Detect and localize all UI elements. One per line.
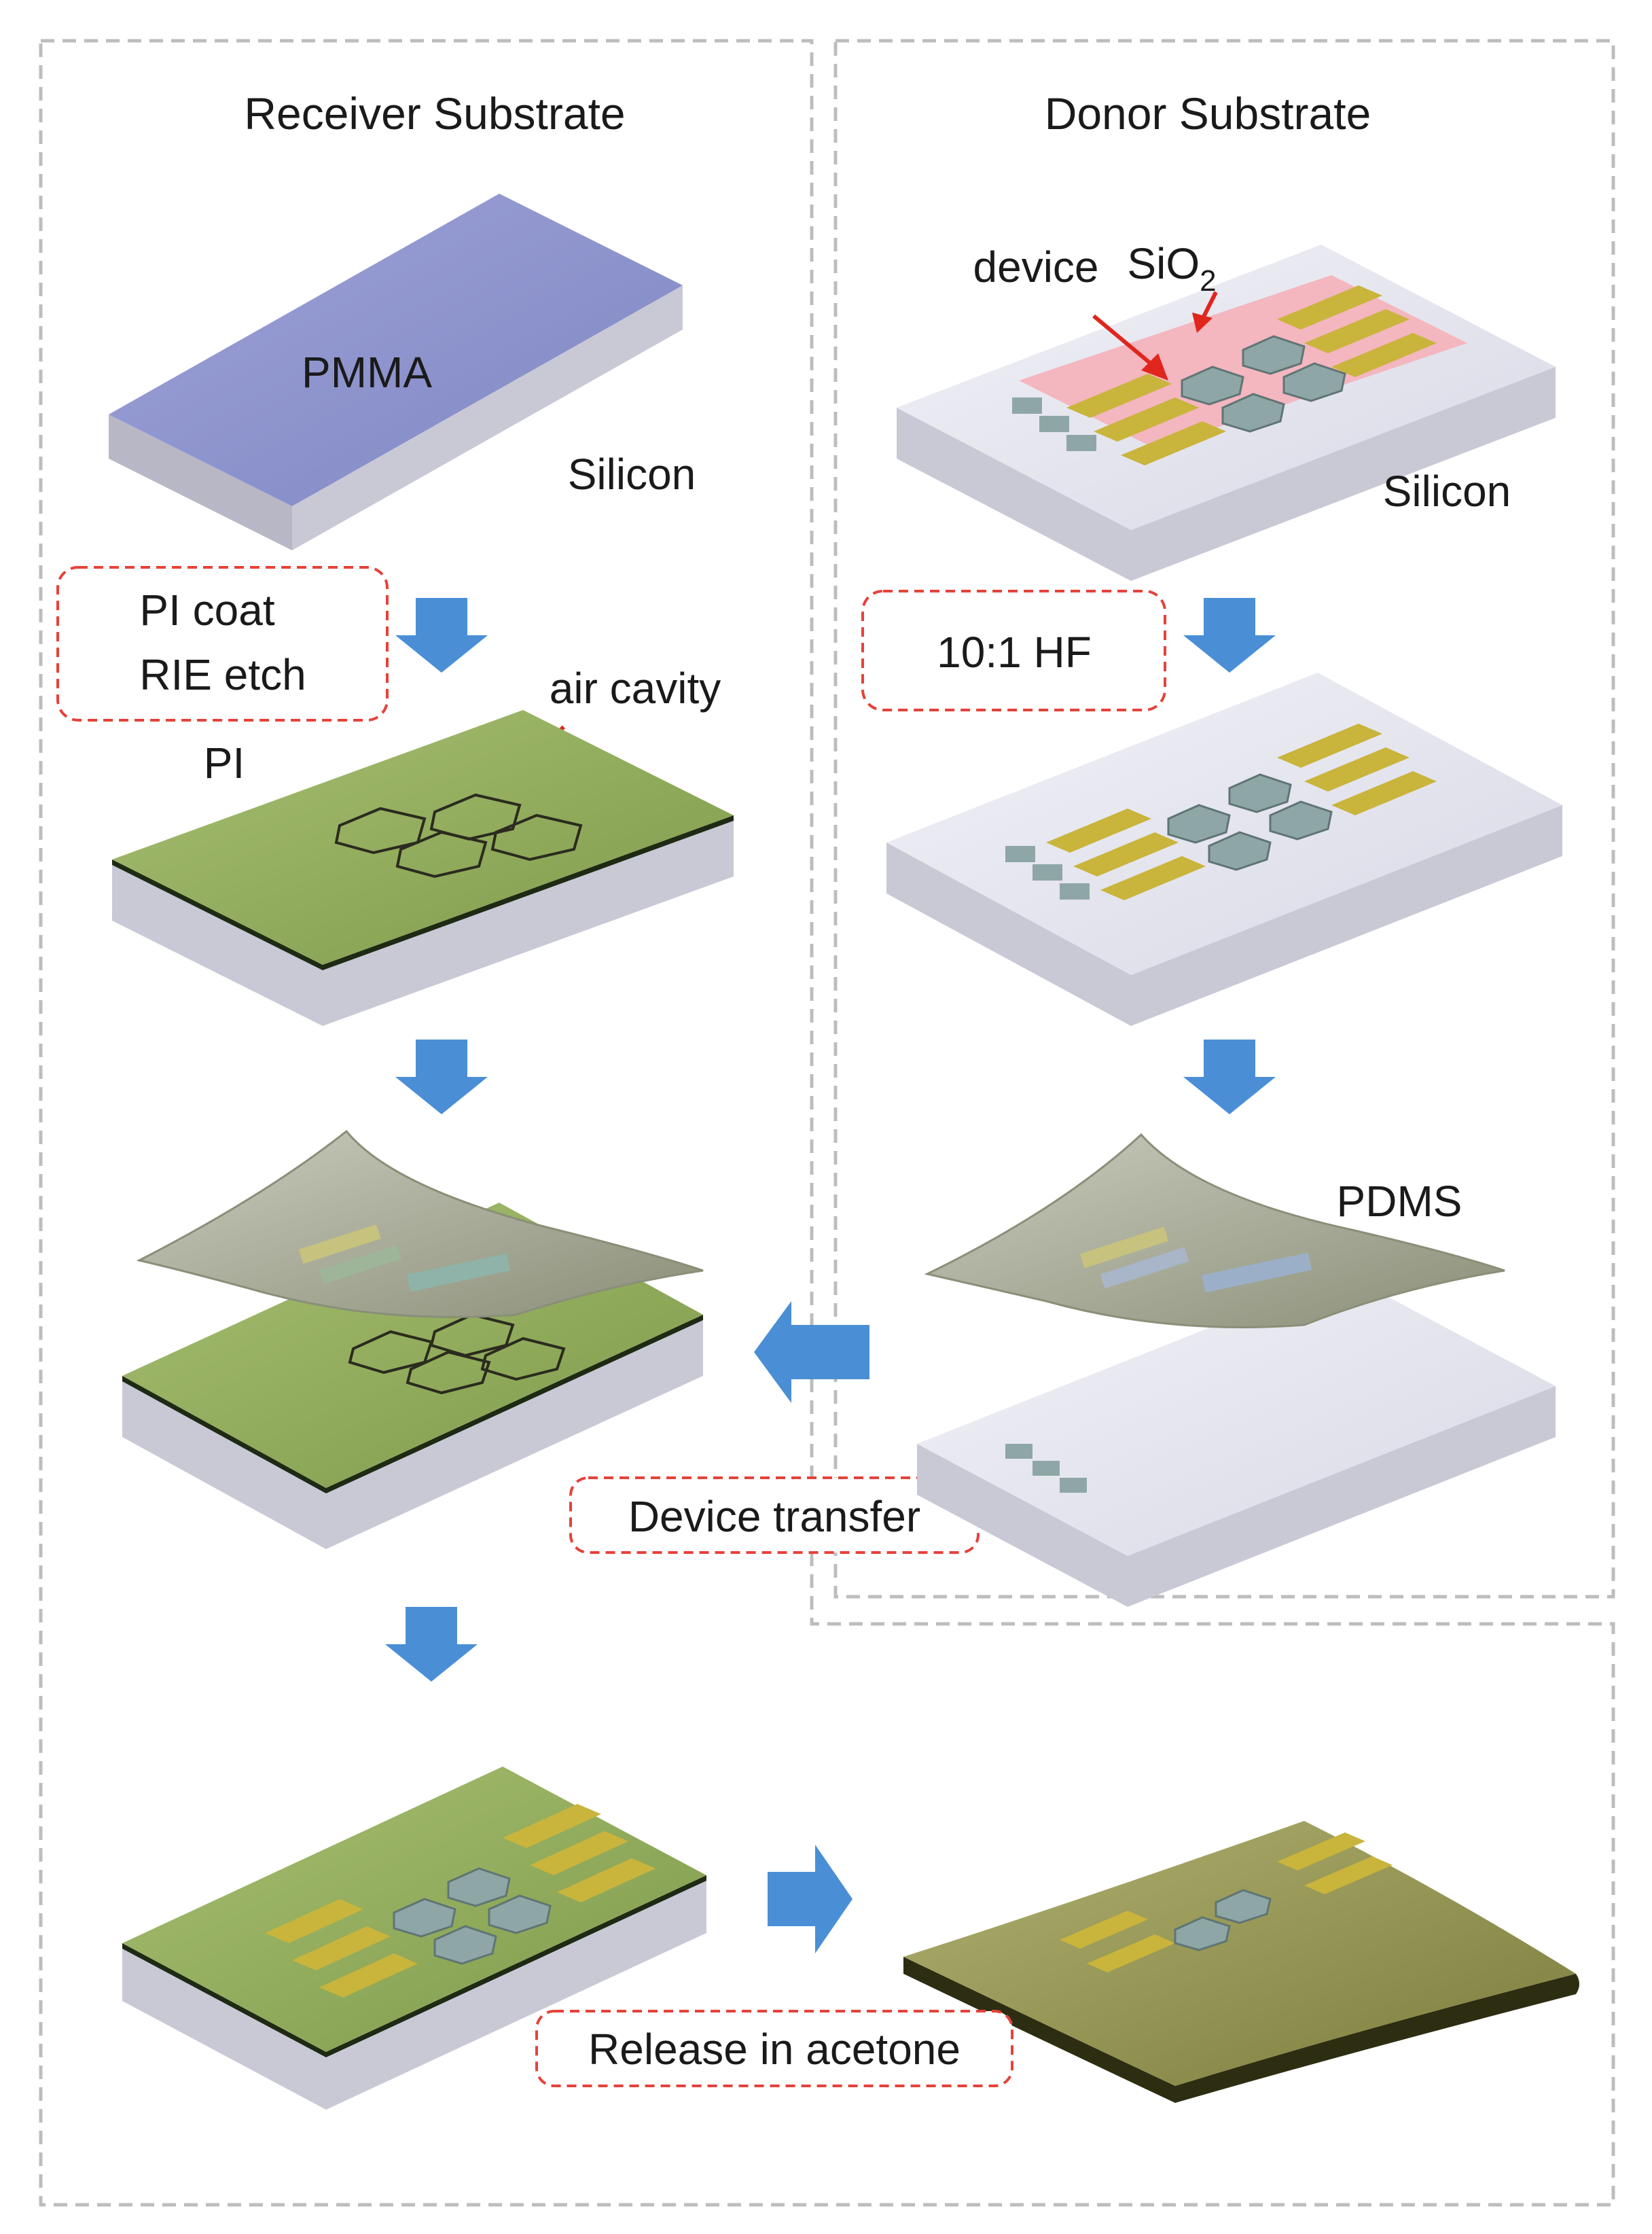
device-transfer-label: Device transfer: [628, 1492, 920, 1541]
receiver-substrate-title: Receiver Substrate: [244, 88, 625, 139]
rie-etch-label: RIE etch: [139, 650, 306, 699]
pmma-label: PMMA: [302, 348, 432, 397]
pmma-silicon-slab: [109, 194, 683, 550]
receiver-panel-border: [39, 39, 1615, 2207]
arrow-right-icon: [768, 1845, 852, 1953]
pdms-stamp-right: [924, 1133, 1505, 1328]
arrow-down-icon: [1183, 598, 1276, 673]
device-label: device: [973, 243, 1099, 291]
pi-coat-label: PI coat: [139, 586, 274, 635]
donor-released-device-array: [1005, 724, 1437, 900]
arrow-down-icon: [395, 1040, 488, 1114]
picked-devices-right: [1079, 1226, 1312, 1293]
hf-box: [861, 590, 1166, 711]
pdms-label: PDMS: [1337, 1177, 1462, 1226]
pi-coat-rie-box: [56, 566, 389, 722]
arrow-down-icon: [1183, 1040, 1276, 1114]
transferred-device-array: [265, 1804, 656, 1998]
hf-label: 10:1 HF: [937, 628, 1092, 677]
released-flexible-film: [903, 1821, 1579, 2103]
arrow-left-icon: [754, 1301, 869, 1403]
device-transfer-box: [569, 1476, 980, 1554]
sio2-pointer-arrow: [1192, 291, 1218, 333]
silicon-label-right: Silicon: [1383, 467, 1511, 516]
sio2-subscript: 2: [1200, 264, 1216, 298]
donor-substrate-title: Donor Substrate: [1045, 88, 1371, 139]
release-box: [535, 2010, 1013, 2087]
pi-label: PI: [204, 739, 245, 787]
arrow-down-icon: [395, 598, 488, 673]
pi-silicon-slab: [112, 710, 734, 1026]
pdms-stamp-left: [136, 1129, 704, 1318]
silicon-label-left: Silicon: [568, 450, 696, 499]
released-device-array: [1060, 1832, 1393, 1972]
sio2-label: SiO2: [1127, 239, 1216, 298]
device-pointer-arrow: [1092, 314, 1168, 380]
arrow-down-icon: [385, 1607, 478, 1682]
donor-panel-border: [833, 39, 1615, 1599]
remaining-pads: [1005, 1444, 1087, 1493]
air-cavity-label: air cavity: [550, 664, 721, 713]
donor-device-array: [1012, 285, 1437, 465]
picked-devices-left: [298, 1224, 511, 1292]
release-label: Release in acetone: [588, 2025, 960, 2074]
air-cavity-hexagons: [334, 793, 583, 879]
